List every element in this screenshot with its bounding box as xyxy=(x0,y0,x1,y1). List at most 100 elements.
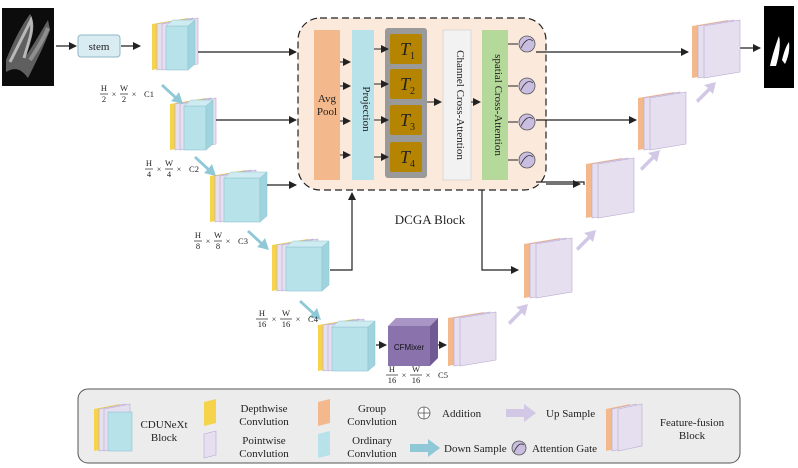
legend-addition-icon xyxy=(417,406,431,420)
projection-label: Projection xyxy=(360,86,372,132)
attention-gate-4 xyxy=(518,151,536,169)
dim-label-2: H 4 × W 4 × C2 xyxy=(145,158,199,179)
decoder-block-5 xyxy=(692,19,741,79)
t-stack-bg xyxy=(385,28,427,178)
svg-text:W: W xyxy=(165,158,173,168)
channel-attention-label: Channel Cross-Attention xyxy=(454,50,466,160)
svg-text:8: 8 xyxy=(196,241,200,251)
legend-group-icon xyxy=(318,399,330,426)
legend-cdunext-label-1: CDUNeXt xyxy=(140,419,187,431)
svg-text:H: H xyxy=(146,158,152,168)
svg-text:C1: C1 xyxy=(144,89,154,99)
legend-cdunext-label-2: Block xyxy=(151,432,178,444)
dcga-block-title: DCGA Block xyxy=(395,212,466,227)
attention-gate-3 xyxy=(518,113,536,131)
svg-text:W: W xyxy=(282,308,290,318)
encoder-block-4 xyxy=(272,238,330,292)
up-sample-arrows xyxy=(508,82,716,325)
cfmixer-label: CFMixer xyxy=(394,343,425,352)
svg-text:Convlution: Convlution xyxy=(347,416,397,428)
svg-text:16: 16 xyxy=(412,375,421,385)
svg-text:×: × xyxy=(157,164,162,174)
avg-pool-label-2: Pool xyxy=(317,106,337,118)
encoder-block-5 xyxy=(318,318,376,372)
avg-pool-box xyxy=(314,30,340,180)
down-sample-arrows xyxy=(161,84,321,320)
svg-text:16: 16 xyxy=(388,375,397,385)
svg-text:C2: C2 xyxy=(189,164,199,174)
t3-label: T xyxy=(400,110,412,130)
spatial-attention-box xyxy=(482,30,508,180)
encoder-block-2 xyxy=(170,97,217,151)
svg-text:W: W xyxy=(214,230,222,240)
svg-text:Convlution: Convlution xyxy=(239,448,289,460)
svg-text:C5: C5 xyxy=(438,370,448,380)
stem-block: stem xyxy=(77,34,121,58)
svg-text:×: × xyxy=(112,89,117,99)
input-image xyxy=(2,8,54,86)
svg-text:4: 4 xyxy=(147,169,152,179)
attention-gate-1 xyxy=(518,35,536,53)
t2-label: T xyxy=(400,74,412,94)
svg-text:16: 16 xyxy=(258,319,267,329)
output-mask-image xyxy=(764,6,794,88)
avg-pool-label-1: Avg xyxy=(318,93,337,105)
svg-text:Group: Group xyxy=(358,403,387,415)
svg-text:T3: T3 xyxy=(400,110,415,133)
legend-cdunext-icon xyxy=(94,403,133,452)
attention-gate-2 xyxy=(518,77,536,95)
legend-attention-gate-icon xyxy=(511,440,527,456)
channel-attention-box xyxy=(442,29,472,181)
dim-label-3: H 8 × W 8 × C3 xyxy=(194,230,248,251)
svg-text:4: 4 xyxy=(167,169,172,179)
dim-label-1: H 2 × W 2 × C1 xyxy=(100,83,154,104)
svg-text:C3: C3 xyxy=(238,236,248,246)
legend-down-sample-icon xyxy=(410,439,440,457)
svg-text:×: × xyxy=(206,236,211,246)
svg-text:Ordinary: Ordinary xyxy=(352,435,392,447)
decoder-block-1 xyxy=(448,311,497,367)
legend-down-sample-label: Down Sample xyxy=(444,443,507,455)
svg-text:×: × xyxy=(296,314,301,324)
t1-label: T xyxy=(400,39,412,59)
svg-text:W: W xyxy=(120,83,128,93)
svg-text:×: × xyxy=(132,89,137,99)
svg-text:T4: T4 xyxy=(400,147,415,170)
legend-feature-fusion-label-2: Block xyxy=(679,430,706,442)
legend-feature-fusion-icon xyxy=(606,403,643,452)
stem-label: stem xyxy=(89,41,110,53)
legend-up-sample-icon xyxy=(506,404,536,422)
svg-text:16: 16 xyxy=(282,319,291,329)
svg-text:H: H xyxy=(101,83,107,93)
decoder-block-4 xyxy=(638,91,687,151)
svg-text:Convlution: Convlution xyxy=(347,448,397,460)
svg-text:Convlution: Convlution xyxy=(239,416,289,428)
svg-text:×: × xyxy=(226,236,231,246)
svg-text:Depthwise: Depthwise xyxy=(240,403,287,415)
t3-box xyxy=(390,105,422,135)
svg-text:W: W xyxy=(412,364,420,374)
svg-text:8: 8 xyxy=(216,241,220,251)
svg-text:2: 2 xyxy=(102,94,106,104)
legend-pointwise-icon xyxy=(203,430,217,459)
legend-addition-label: Addition xyxy=(442,408,482,420)
projection-box xyxy=(352,30,374,180)
dim-label-4: H 16 × W 16 × C4 xyxy=(256,308,319,329)
encoder-block-1 xyxy=(152,17,199,71)
svg-text:H: H xyxy=(389,364,395,374)
svg-text:T2: T2 xyxy=(400,74,415,97)
svg-text:2: 2 xyxy=(122,94,126,104)
t2-box xyxy=(390,69,422,99)
dim-label-5: H 16 × W 16 × C5 xyxy=(386,364,448,385)
legend-up-sample-label: Up Sample xyxy=(546,408,595,420)
t4-box xyxy=(390,142,422,172)
t1-box xyxy=(390,34,422,64)
decoder-block-3 xyxy=(586,157,635,219)
spatial-attention-label: spatial Cross-Attention xyxy=(492,54,504,156)
svg-text:×: × xyxy=(426,370,431,380)
legend-attention-gate-label: Attention Gate xyxy=(532,443,597,455)
legend: CDUNeXt Block Depthwise Convlution Point… xyxy=(77,388,741,464)
t4-label: T xyxy=(400,147,412,167)
svg-text:C4: C4 xyxy=(308,314,319,324)
